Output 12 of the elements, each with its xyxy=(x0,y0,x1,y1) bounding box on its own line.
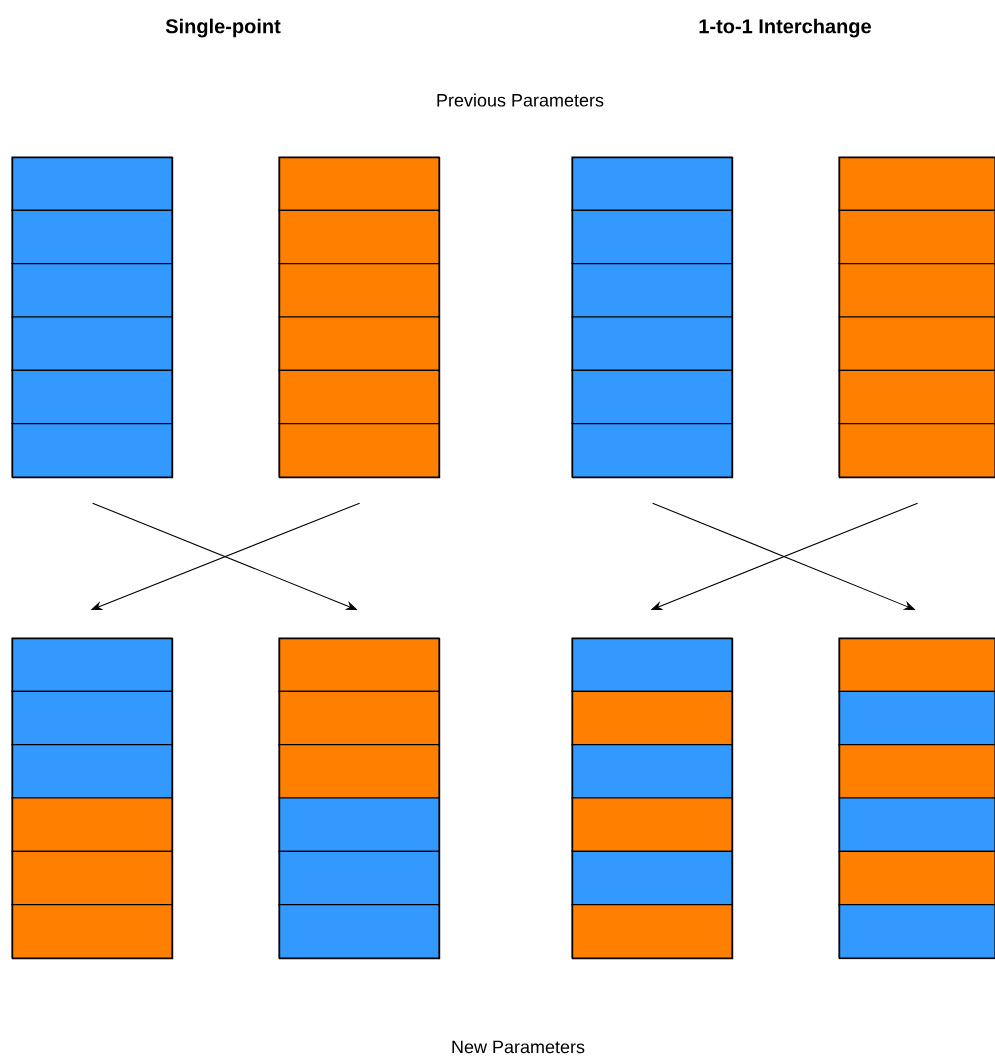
row-label: Previous Parameters xyxy=(437,93,604,107)
parameter-column xyxy=(838,637,995,960)
parameter-column xyxy=(278,156,441,479)
parameter-column xyxy=(571,156,734,479)
column-heading: Single-point xyxy=(165,18,281,38)
parameter-column xyxy=(571,637,734,960)
parameter-column xyxy=(11,156,174,479)
row-label: New Parameters xyxy=(452,1040,585,1054)
parameter-column xyxy=(278,637,441,960)
parameter-column xyxy=(11,637,174,960)
parameter-column xyxy=(838,156,995,479)
column-heading: 1-to-1 Interchange xyxy=(699,18,871,38)
